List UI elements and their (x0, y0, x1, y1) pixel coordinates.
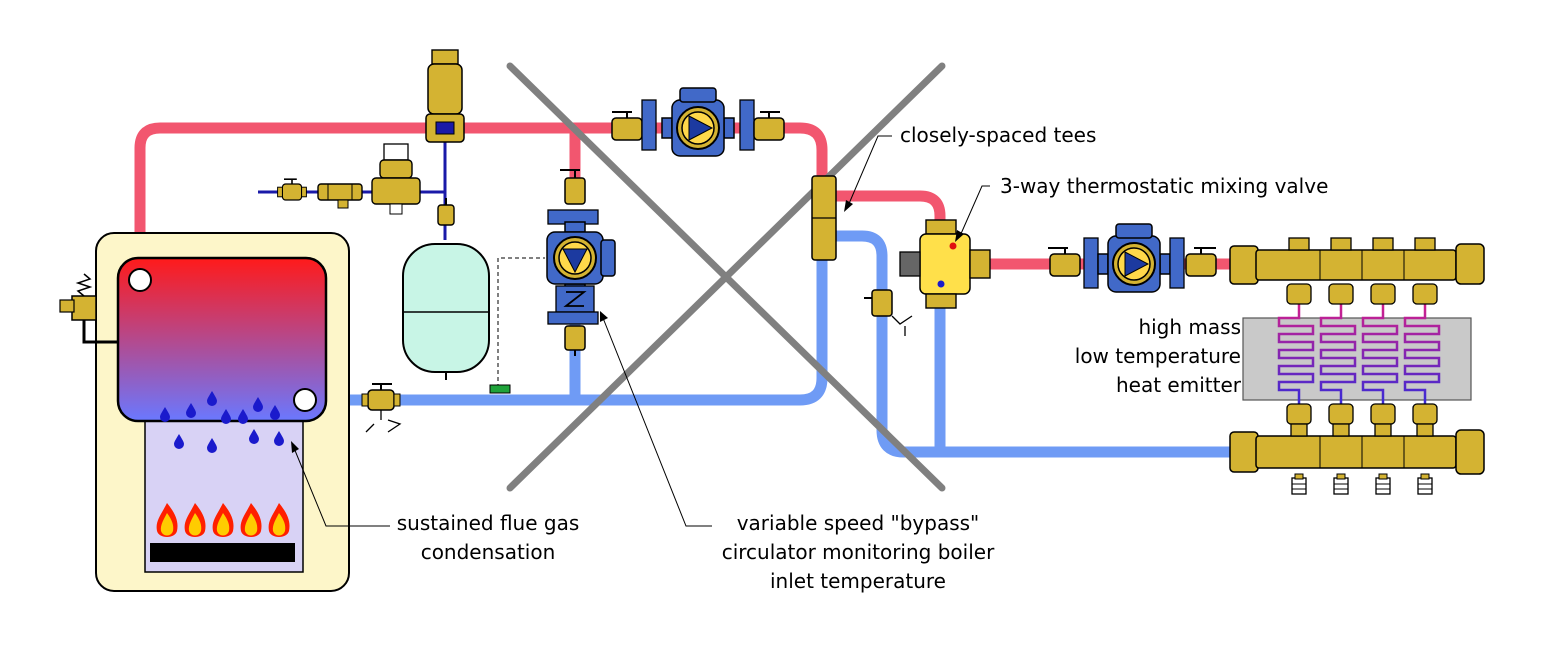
air-separator (425, 49, 465, 143)
return-manifold (1229, 403, 1485, 495)
condensation-label-line-1: sustained flue gas (397, 511, 580, 535)
bypass-label-line-2: circulator monitoring boiler (722, 540, 995, 564)
backflow-preventer (317, 183, 363, 209)
emitter-label-line-1: high mass (1138, 315, 1241, 339)
valve-icon (361, 383, 402, 433)
valve-icon (864, 289, 913, 336)
temperature-sensor (489, 257, 545, 394)
closely-spaced-tees (811, 175, 837, 261)
emitter-label-line-2: low temperature (1075, 344, 1241, 368)
condensation-label-line-2: condensation (421, 540, 556, 564)
pump-icon (661, 87, 735, 157)
mixing-valve-label: 3-way thermostatic mixing valve (1000, 174, 1328, 198)
emitter-coils (1277, 304, 1441, 404)
primary-circulator (611, 87, 785, 157)
pressure-relief-valve (59, 273, 118, 344)
bypass-label-line-3: inlet temperature (770, 569, 946, 593)
expansion-tank (402, 243, 490, 380)
bypass-label-line-1: variable speed "bypass" (737, 511, 980, 535)
bypass-circulator (546, 169, 616, 356)
valve-icon (437, 198, 455, 226)
balancing-valve-caps (1291, 473, 1433, 495)
secondary-circulator (1048, 223, 1217, 293)
tees-label: closely-spaced tees (900, 123, 1096, 147)
pressure-reducing-valve (371, 143, 421, 215)
pump-icon (1097, 223, 1171, 293)
leader-lines (293, 135, 990, 527)
supply-manifold (1229, 237, 1485, 305)
emitter-label-line-3: heat emitter (1116, 373, 1242, 397)
boiler (95, 232, 350, 592)
mixing-valve (899, 219, 991, 309)
valve-icon (276, 178, 308, 201)
cross-out-icon (506, 62, 946, 492)
pump-icon (546, 221, 616, 295)
